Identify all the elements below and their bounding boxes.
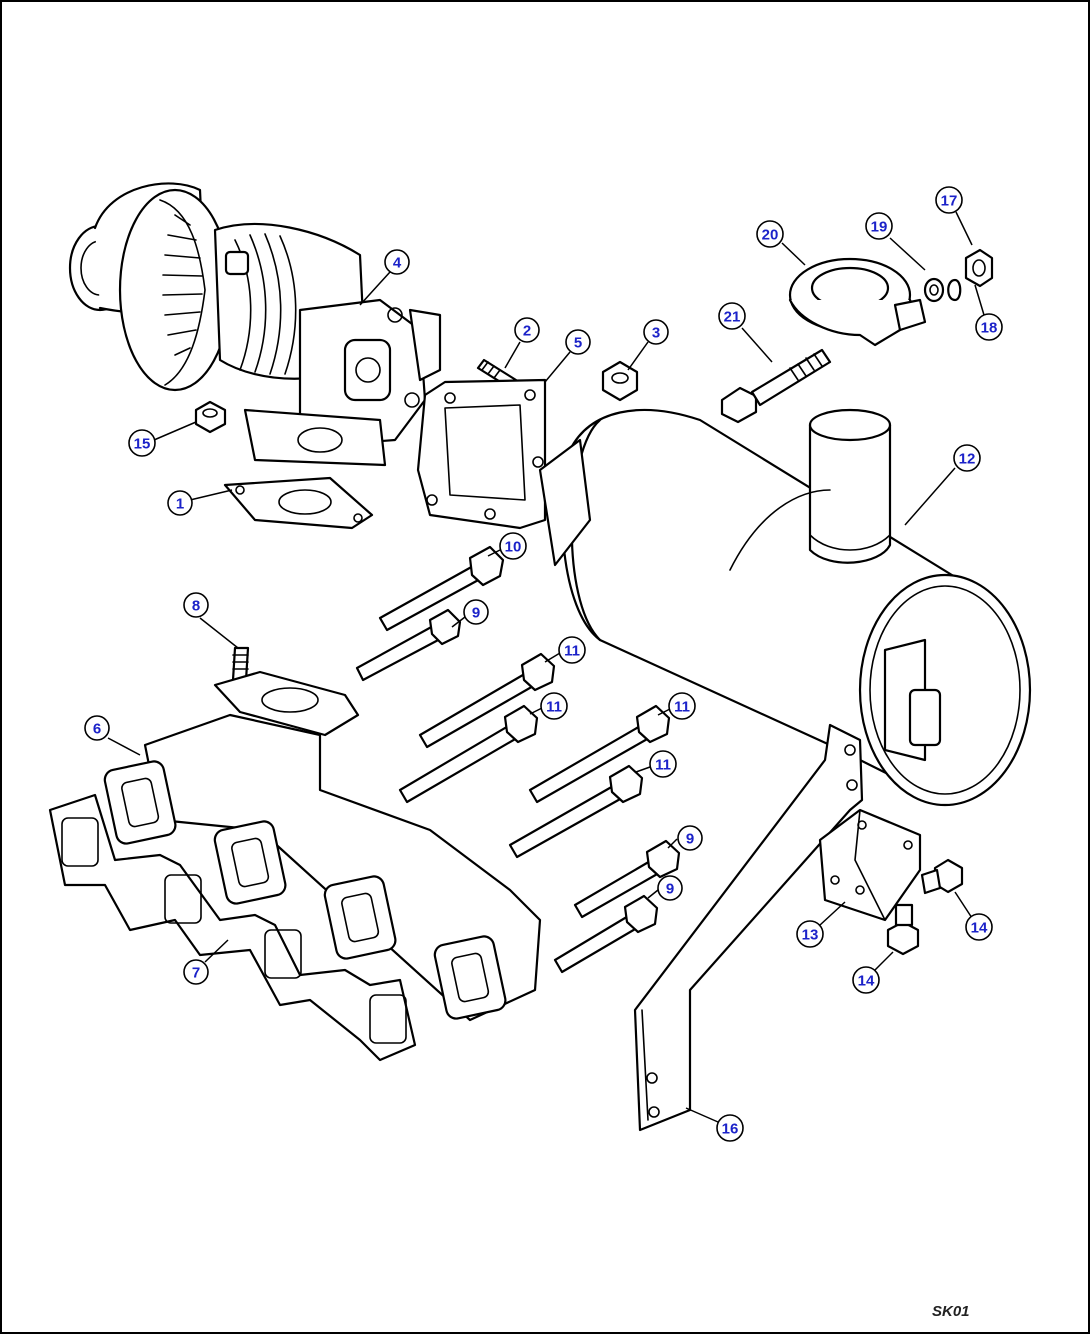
callout-label: 5 — [574, 335, 582, 352]
bolt-9-low — [553, 894, 659, 974]
muffler — [538, 408, 1032, 807]
muffler-bracket — [633, 723, 864, 1132]
callout-label: 21 — [724, 309, 741, 326]
callout-10: 10 — [499, 532, 527, 560]
bolt-11-a — [418, 652, 556, 749]
washer — [923, 277, 945, 303]
callout-label: 7 — [192, 965, 200, 982]
callout-11-d: 11 — [649, 750, 677, 778]
turbo-base-gasket — [223, 476, 374, 530]
callout-18: 18 — [975, 313, 1003, 341]
callout-label: 11 — [546, 699, 562, 716]
callout-21: 21 — [718, 302, 746, 330]
callout-label: 11 — [564, 643, 580, 660]
exhaust-manifold — [103, 670, 542, 1022]
bracket-bolt-lower — [886, 903, 920, 956]
callout-9-top: 9 — [463, 599, 489, 625]
callout-8: 8 — [183, 592, 209, 618]
callout-12: 12 — [953, 444, 981, 472]
callout-19: 19 — [865, 212, 893, 240]
manifold-bolts — [355, 545, 681, 974]
leader-lines — [107, 211, 985, 1123]
callout-label: 3 — [652, 325, 660, 342]
callout-9-low: 9 — [657, 875, 683, 901]
callout-label: 19 — [871, 219, 888, 236]
manifold-gasket — [48, 793, 417, 1062]
bolt-10 — [378, 545, 505, 632]
callout-label: 11 — [674, 699, 690, 716]
bolt-9-mid — [573, 839, 681, 919]
callout-label: 8 — [192, 598, 200, 615]
callout-label: 4 — [393, 255, 402, 272]
callout-13: 13 — [796, 920, 824, 948]
sheet-code: SK01 — [932, 1303, 970, 1320]
muffler-clamp — [788, 257, 927, 347]
callout-6: 6 — [84, 715, 110, 741]
bolt-11-b — [398, 704, 539, 804]
clamp-nut — [964, 248, 994, 288]
callout-label: 15 — [134, 436, 151, 453]
callout-label: 17 — [941, 193, 958, 210]
callout-14-right: 14 — [965, 913, 993, 941]
callout-label: 13 — [802, 927, 819, 944]
callout-4: 4 — [384, 249, 410, 275]
turbocharger — [68, 182, 442, 467]
callout-label: 12 — [959, 451, 976, 468]
callout-3: 3 — [643, 319, 669, 345]
bolt-11-c — [528, 704, 671, 804]
callout-label: 6 — [93, 721, 101, 738]
bolt-11-d — [508, 764, 644, 859]
callout-label: 2 — [523, 323, 531, 340]
callout-11-b: 11 — [540, 692, 568, 720]
callout-11-c: 11 — [668, 692, 696, 720]
callout-label: 9 — [686, 831, 694, 848]
callout-label: 14 — [858, 973, 875, 990]
bracket-bolt-right — [920, 858, 964, 895]
callout-label: 18 — [981, 320, 998, 337]
callout-20: 20 — [756, 220, 784, 248]
callout-1: 1 — [167, 490, 193, 516]
callout-label: 11 — [655, 757, 671, 774]
lock-washer — [947, 278, 962, 302]
manifold-stud — [231, 646, 250, 682]
callout-label: 20 — [762, 227, 779, 244]
callout-label: 1 — [176, 496, 184, 513]
callout-label: 10 — [505, 539, 522, 556]
callout-16: 16 — [716, 1114, 744, 1142]
turbine-outlet-gasket — [416, 378, 547, 530]
callout-17: 17 — [935, 186, 963, 214]
bolt-9-top — [355, 608, 462, 682]
callout-15: 15 — [128, 429, 156, 457]
flange-nut — [601, 360, 639, 402]
callout-label: 9 — [472, 605, 480, 622]
callout-2: 2 — [514, 317, 540, 343]
callout-9-mid: 9 — [677, 825, 703, 851]
turbo-nut — [194, 400, 227, 434]
callout-7: 7 — [183, 959, 209, 985]
callout-11-a: 11 — [558, 636, 586, 664]
callout-5: 5 — [565, 329, 591, 355]
callout-label: 14 — [971, 920, 988, 937]
callout-14-lower: 14 — [852, 966, 880, 994]
clamp-bolt — [720, 348, 832, 424]
support-bracket — [818, 808, 922, 922]
callout-label: 16 — [722, 1121, 739, 1138]
callout-label: 9 — [666, 881, 674, 898]
